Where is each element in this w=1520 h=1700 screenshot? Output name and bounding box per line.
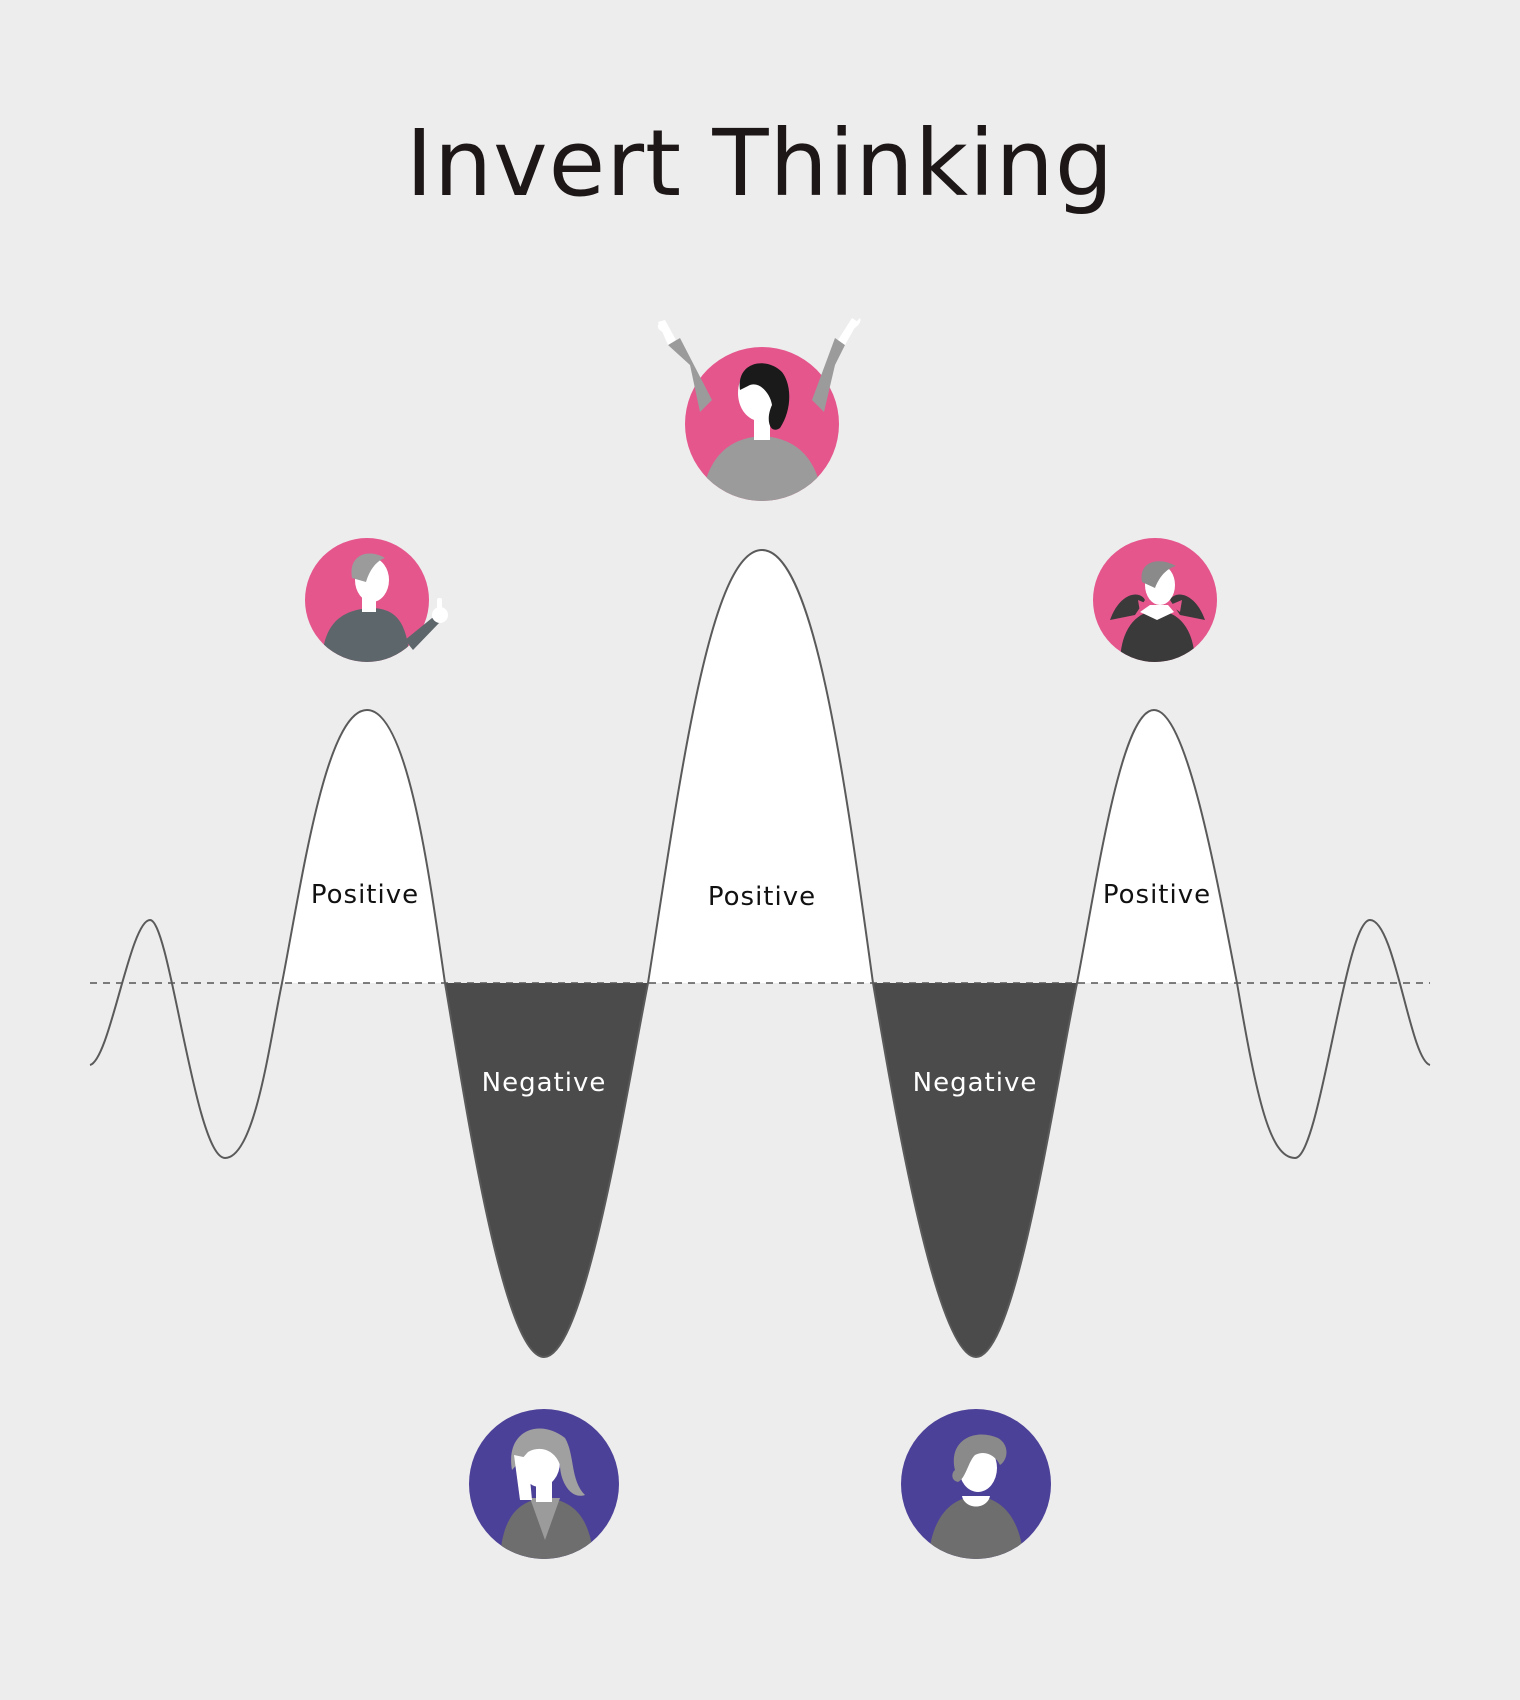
wave-curve — [89, 548, 1431, 1359]
worried-person-icon — [901, 1409, 1051, 1559]
stressed-person-icon — [469, 1409, 619, 1559]
positive-region-center — [648, 550, 873, 983]
negative-label-left: Negative — [482, 1068, 607, 1098]
relaxed-person-icon — [1093, 538, 1217, 662]
positive-label-left: Positive — [311, 880, 419, 910]
negative-region-right — [873, 983, 1077, 1357]
positive-label-center: Positive — [708, 882, 816, 912]
presenting-person-icon — [305, 538, 448, 662]
positive-region-left — [282, 710, 445, 983]
negative-region-left — [445, 983, 648, 1357]
negative-label-right: Negative — [913, 1068, 1038, 1098]
page-title: Invert Thinking — [405, 110, 1115, 217]
positive-region-right — [1077, 710, 1237, 983]
positive-label-right: Positive — [1103, 880, 1211, 910]
celebrating-person-icon — [657, 318, 861, 501]
